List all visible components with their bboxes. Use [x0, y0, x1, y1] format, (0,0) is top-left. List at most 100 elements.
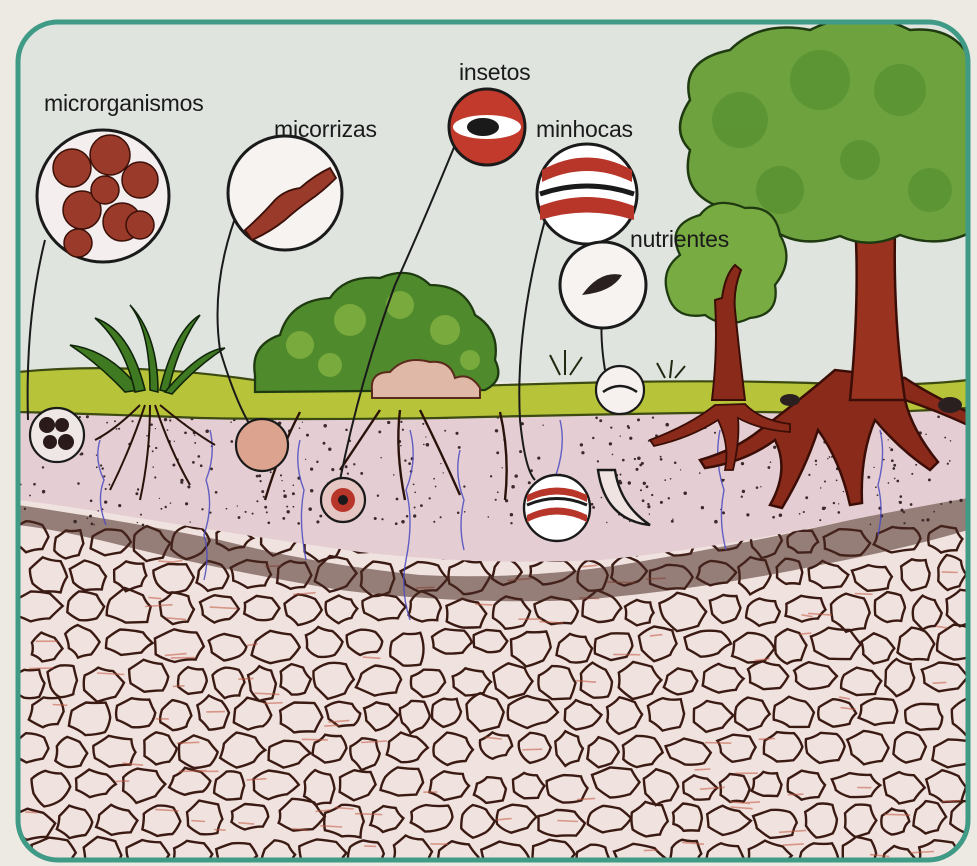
soil-speck [425, 436, 426, 437]
soil-speck [609, 442, 612, 445]
soil-speck [73, 520, 76, 523]
soil-speck [900, 509, 903, 512]
soil-speck [767, 466, 770, 469]
soil-speck [316, 461, 318, 463]
soil-speck [838, 503, 839, 504]
soil-speck [226, 508, 228, 510]
soil-speck [875, 486, 877, 488]
soil-speck [940, 503, 942, 505]
soil-speck [89, 515, 92, 518]
soil-speck [651, 494, 653, 496]
soil-speck [668, 497, 670, 499]
soil-speck [230, 440, 233, 443]
soil-speck [252, 513, 254, 515]
soil-speck [629, 437, 632, 440]
soil-speck [29, 495, 31, 497]
soil-speck [899, 501, 902, 504]
soil-speck [215, 491, 218, 494]
red-stroke [263, 703, 283, 704]
soil-speck [746, 513, 749, 516]
soil-speck [756, 486, 759, 489]
red-stroke [25, 812, 37, 813]
soil-speck [286, 510, 289, 513]
soil-speck [413, 484, 415, 486]
soil-speck [433, 478, 435, 480]
soil-speck [592, 437, 594, 439]
soil-speck [514, 474, 517, 477]
soil-speck [260, 480, 262, 482]
soil-speck [458, 446, 461, 449]
soil-speck [699, 472, 701, 474]
red-stroke [705, 743, 731, 744]
red-stroke [884, 814, 910, 815]
soil-speck [42, 466, 44, 468]
soil-speck [672, 519, 673, 520]
soil-speck [870, 524, 872, 526]
soil-speck [620, 474, 622, 476]
soil-speck [528, 481, 531, 484]
soil-speck [310, 467, 313, 470]
soil-speck [230, 421, 232, 423]
soil-speck [152, 466, 153, 467]
soil-speck [606, 522, 607, 523]
soil-speck [393, 474, 395, 476]
soil-speck [873, 467, 874, 468]
soil-speck [413, 514, 416, 517]
soil-speck [256, 500, 258, 502]
soil-speck [637, 418, 640, 421]
red-stroke [191, 821, 205, 822]
soil-speck [24, 508, 26, 510]
soil-speck [910, 503, 913, 506]
soil-speck [184, 431, 187, 434]
soil-speck [286, 506, 288, 508]
soil-speck [883, 459, 885, 461]
soil-speck [601, 497, 603, 499]
soil-speck [889, 447, 890, 448]
soil-speck [104, 500, 107, 503]
soil-circle-insects [321, 478, 365, 522]
red-stroke [53, 705, 68, 706]
soil-speck [378, 430, 381, 433]
soil-speck [154, 476, 156, 478]
soil-speck [395, 522, 398, 525]
callout-mycorrhizae [228, 136, 342, 250]
soil-speck [109, 484, 111, 486]
soil-speck [293, 506, 295, 508]
soil-speck [819, 519, 821, 521]
soil-speck [238, 516, 241, 519]
soil-speck [925, 434, 927, 436]
soil-speck [660, 501, 663, 504]
soil-speck [722, 511, 725, 514]
soil-speck [620, 435, 621, 436]
soil-speck [170, 502, 171, 503]
soil-speck [420, 504, 423, 507]
soil-speck [360, 472, 363, 475]
soil-speck [435, 486, 437, 488]
label-insects: insetos [459, 61, 530, 84]
callout-nutrients [560, 242, 646, 328]
label-mycorrhizae: micorrizas [274, 118, 377, 141]
red-stroke [179, 771, 207, 772]
soil-speck [463, 485, 465, 487]
soil-speck [172, 464, 175, 467]
soil-speck [637, 457, 641, 461]
red-stroke [302, 739, 328, 740]
soil-speck [297, 522, 300, 525]
soil-speck [455, 432, 458, 435]
soil-speck [915, 464, 917, 466]
label-earthworms: minhocas [536, 118, 633, 141]
soil-speck [408, 462, 411, 465]
soil-speck [245, 511, 247, 513]
soil-speck [950, 440, 952, 442]
soil-speck [843, 491, 844, 492]
soil-speck [714, 432, 716, 434]
soil-speck [280, 474, 282, 476]
soil-speck [894, 478, 896, 480]
soil-speck [646, 485, 649, 488]
soil-speck [580, 443, 583, 446]
soil-speck [114, 420, 116, 422]
soil-speck [741, 462, 744, 465]
soil-speck [581, 451, 584, 454]
soil-speck [671, 520, 674, 523]
soil-speck [770, 461, 772, 463]
